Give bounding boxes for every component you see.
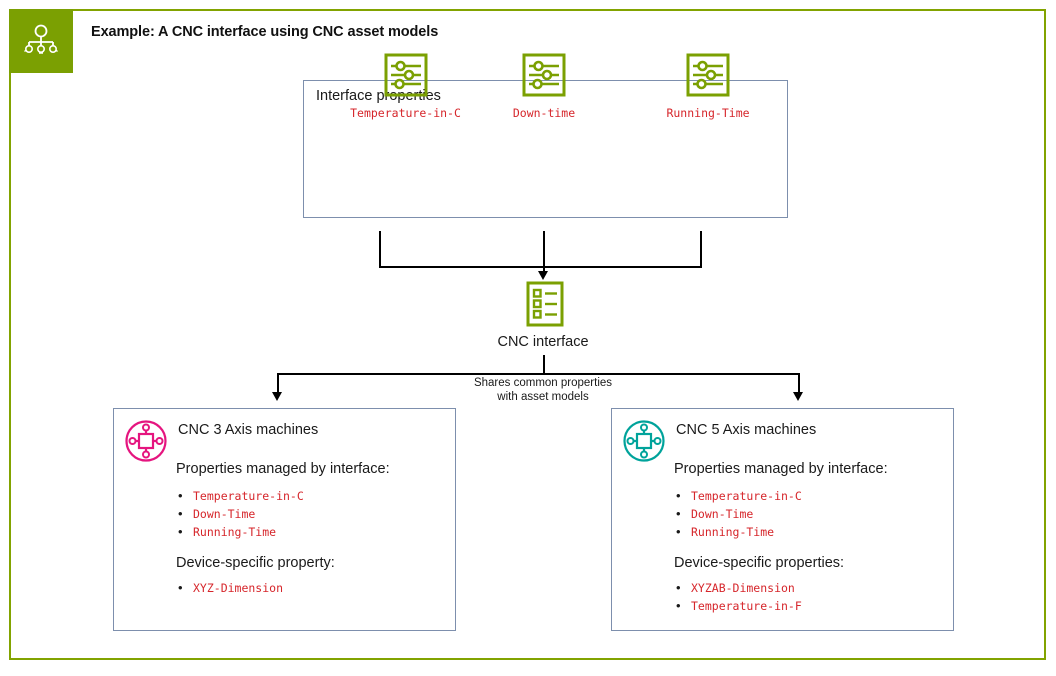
machine-card-cnc-3-axis: CNC 3 Axis machines Properties managed b… <box>113 408 456 631</box>
connector-properties-bus <box>379 266 702 268</box>
list-item: Running-Time <box>176 523 304 541</box>
machine-card-cnc-5-axis: CNC 5 Axis machines Properties managed b… <box>611 408 954 631</box>
list-item: Down-Time <box>674 505 802 523</box>
connector-right-branch <box>798 373 800 395</box>
connector-property-2-drop <box>543 231 545 268</box>
machine-device-property-list: XYZ-Dimension <box>176 579 283 597</box>
property-sliders-icon <box>522 53 566 97</box>
interface-property-running-time: Running-Time <box>628 52 788 120</box>
list-item: Running-Time <box>674 523 802 541</box>
connector-note-line-2: with asset models <box>497 391 589 403</box>
machine-managed-property-list: Temperature-in-C Down-Time Running-Time <box>674 487 802 541</box>
cnc-interface-node <box>524 281 566 332</box>
connector-property-3-drop <box>700 231 702 268</box>
interface-property-label: Running-Time <box>666 106 750 120</box>
interface-property-down-time: Down-time <box>470 52 618 120</box>
list-item: Temperature-in-F <box>674 597 802 615</box>
machine-title: CNC 5 Axis machines <box>676 422 817 438</box>
cnc-interface-label: CNC interface <box>497 334 589 350</box>
list-item: XYZ-Dimension <box>176 579 283 597</box>
connector-note-line-1: Shares common properties <box>473 377 613 389</box>
connector-split-stem <box>543 355 545 375</box>
page-title: Example: A CNC interface using CNC asset… <box>91 24 439 40</box>
connector-interface-stem <box>543 266 545 274</box>
connector-property-1-drop <box>379 231 381 268</box>
list-item: Down-Time <box>176 505 304 523</box>
machine-managed-property-list: Temperature-in-C Down-Time Running-Time <box>176 487 304 541</box>
property-sliders-icon <box>686 53 730 97</box>
machine-managed-heading: Properties managed by interface: <box>176 461 390 477</box>
interface-property-temperature-in-c: Temperature-in-C <box>318 52 493 120</box>
asset-model-icon <box>622 419 666 468</box>
hierarchy-icon <box>24 24 58 54</box>
connector-left-branch <box>277 373 279 395</box>
machine-device-heading: Device-specific properties: <box>674 555 845 571</box>
interface-property-label: Down-time <box>512 106 576 120</box>
page-frame <box>9 9 1046 660</box>
connector-split-bus <box>277 373 800 375</box>
asset-model-icon <box>124 419 168 468</box>
interface-property-label: Temperature-in-C <box>350 106 461 120</box>
interface-list-icon <box>526 281 564 327</box>
interface-properties-title: Interface properties <box>316 88 441 104</box>
connector-left-arrowhead <box>272 392 282 401</box>
interface-properties-panel: Interface properties <box>303 80 788 218</box>
machine-managed-heading: Properties managed by interface: <box>674 461 888 477</box>
connector-interface-arrowhead <box>538 271 548 280</box>
brand-badge <box>9 9 73 73</box>
machine-device-heading: Device-specific property: <box>176 555 335 571</box>
property-sliders-icon <box>384 53 427 97</box>
list-item: XYZAB-Dimension <box>674 579 802 597</box>
list-item: Temperature-in-C <box>176 487 304 505</box>
list-item: Temperature-in-C <box>674 487 802 505</box>
connector-right-arrowhead <box>793 392 803 401</box>
machine-device-property-list: XYZAB-Dimension Temperature-in-F <box>674 579 802 615</box>
connector-note: Shares common properties with asset mode… <box>431 376 655 404</box>
machine-title: CNC 3 Axis machines <box>178 422 319 438</box>
